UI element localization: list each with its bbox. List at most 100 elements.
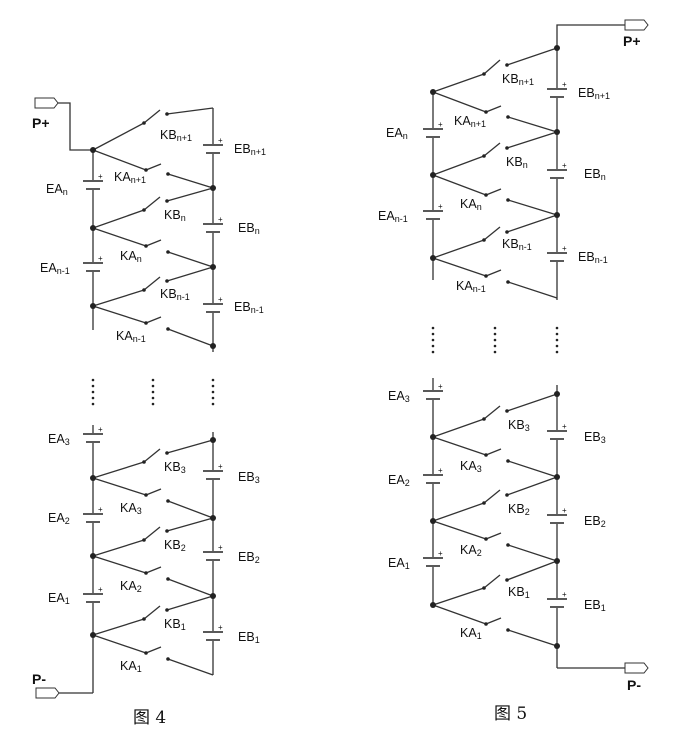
positive-terminal-label: P+ [32,115,50,131]
svg-text:+: + [438,466,443,475]
switch-group-n [92,187,214,268]
svg-text:+: + [218,623,223,632]
negative-terminal-label: P- [32,671,46,687]
label-kb-n: KBn [164,208,186,223]
svg-text:+: + [98,172,103,181]
svg-text:+: + [218,215,223,224]
figure-5-caption: 图 5 [494,704,527,724]
svg-text:+: + [438,382,443,391]
svg-text:+: + [562,590,567,599]
positive-terminal-connector [34,97,59,109]
label-eb-3: EB3 [238,470,260,485]
capacitor-eb-n-plus-1-fig5: + [546,80,568,98]
switch-group-2 [92,517,214,597]
svg-text:+: + [98,505,103,514]
switch-group-n-1 [92,266,214,347]
label-ea-3: EA3 [48,432,70,447]
label-kb-n-plus-1: KBn+1 [160,128,192,143]
capacitor-ea-2: + [82,505,104,523]
svg-text:+: + [438,120,443,129]
capacitor-ea-3-fig5: + [422,382,444,400]
label-eb-1-fig5: EB1 [584,598,606,613]
label-kb-3-fig5: KB3 [508,418,530,433]
label-kb-3: KB3 [164,460,186,475]
label-kb-n-fig5: KBn [506,155,528,170]
switch-group-1-fig5 [432,560,558,647]
svg-text:+: + [218,295,223,304]
label-kb-1-fig5: KB1 [508,585,530,600]
svg-text:+: + [98,425,103,434]
svg-text:+: + [438,202,443,211]
capacitor-ea-n-fig5: + [422,120,444,138]
label-kb-n-1-fig5: KBn-1 [502,237,532,252]
label-ka-2: KA2 [120,579,142,594]
label-eb-n-plus-1: EBn+1 [234,142,266,157]
svg-text:+: + [562,161,567,170]
label-ka-3: KA3 [120,501,142,516]
svg-text:+: + [562,80,567,89]
capacitor-eb-3-fig5: + [546,422,568,440]
label-ka-n-1: KAn-1 [116,329,146,344]
label-ka-1: KA1 [120,659,142,674]
label-ka-n-fig5: KAn [460,197,482,212]
label-ka-n: KAn [120,249,142,264]
label-ea-n: EAn [46,182,68,197]
label-ea-2: EA2 [48,511,70,526]
switch-group-n-plus-1-fig5 [432,47,558,133]
positive-terminal-label-fig5: P+ [623,33,641,49]
junction-dots-upper [90,147,216,349]
svg-text:+: + [562,422,567,431]
capacitor-eb-1: + [202,623,224,641]
switch-group-1 [92,595,214,676]
capacitor-eb-n-plus-1: + [202,136,224,154]
svg-text:+: + [218,462,223,471]
label-ka-1-fig5: KA1 [460,626,482,641]
ellipsis-dots-fig5 [431,326,559,354]
label-eb-n-fig5: EBn [584,167,606,182]
label-eb-n-1: EBn-1 [234,300,264,315]
label-ea-1-fig5: EA1 [388,556,410,571]
switch-group-n-plus-1 [92,107,214,189]
capacitor-ea-n: + [82,172,104,190]
label-ka-n-plus-1: KAn+1 [114,170,146,185]
capacitor-ea-2-fig5: + [422,466,444,484]
junction-dots-lower-fig5 [430,391,560,649]
capacitor-eb-2: + [202,543,224,561]
capacitor-ea-n-1-fig5: + [422,202,444,220]
label-eb-n-1-fig5: EBn-1 [578,250,608,265]
label-kb-n-1: KBn-1 [160,287,190,302]
junction-dots-upper-fig5 [430,45,560,261]
svg-text:+: + [98,254,103,263]
positive-terminal-wire-fig5 [556,24,625,48]
positive-terminal-connector-fig5 [624,19,649,31]
capacitor-eb-2-fig5: + [546,506,568,524]
svg-text:+: + [562,244,567,253]
label-ka-3-fig5: KA3 [460,459,482,474]
capacitor-eb-1-fig5: + [546,590,568,608]
label-eb-2: EB2 [238,550,260,565]
negative-terminal-connector [35,687,60,699]
label-kb-1: KB1 [164,617,186,632]
svg-text:+: + [218,543,223,552]
switch-group-n-fig5 [432,131,558,216]
positive-terminal-wire [58,102,93,151]
junction-dots-lower [90,437,216,638]
label-kb-n-plus-1-fig5: KBn+1 [502,72,534,87]
figure-4-caption: 图 4 [133,708,166,728]
label-kb-2: KB2 [164,538,186,553]
svg-text:+: + [218,136,223,145]
switch-group-2-fig5 [432,476,558,562]
svg-text:+: + [562,506,567,515]
label-ea-3-fig5: EA3 [388,389,410,404]
label-ka-n-1-fig5: KAn-1 [456,279,486,294]
label-kb-2-fig5: KB2 [508,502,530,517]
figure-5: P+ + + + + [378,19,649,724]
figure-4: P+ + + + + [32,97,266,728]
label-eb-1: EB1 [238,630,260,645]
label-ea-n-fig5: EAn [386,126,408,141]
label-ea-n-1-fig5: EAn-1 [378,209,408,224]
label-ea-1: EA1 [48,591,70,606]
capacitor-ea-1: + [82,585,104,603]
switch-group-3 [92,439,214,519]
